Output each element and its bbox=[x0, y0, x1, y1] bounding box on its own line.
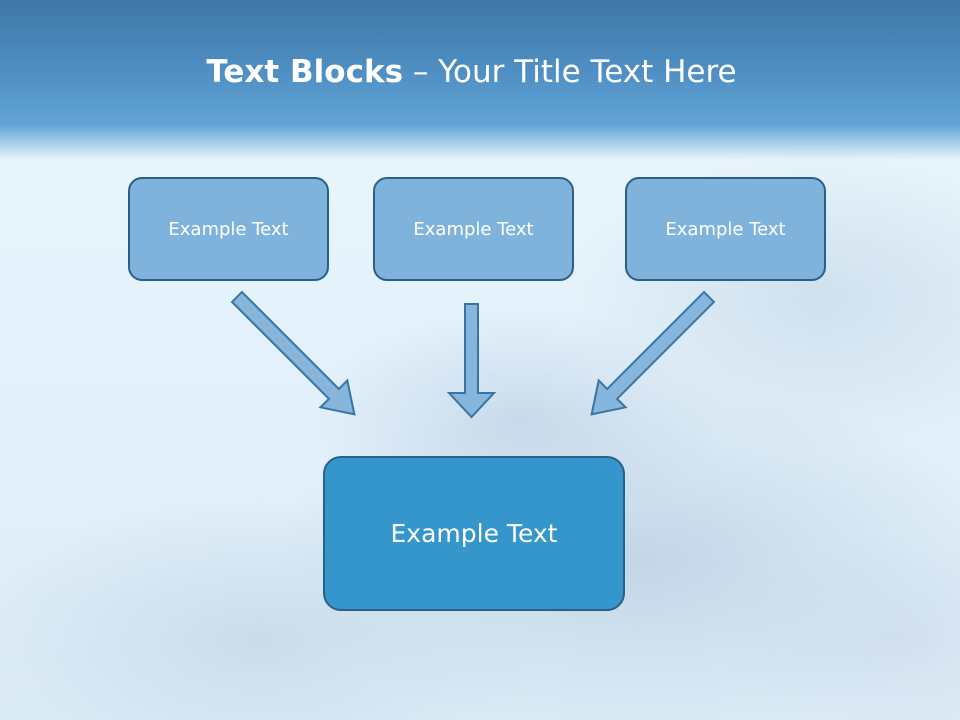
arrow-down bbox=[446, 303, 497, 419]
arrow-right-diagonal bbox=[590, 290, 716, 416]
text-block-left-label: Example Text bbox=[168, 218, 289, 240]
slide-title: Text Blocks – Your Title Text Here bbox=[0, 54, 943, 90]
text-block-left[interactable]: Example Text bbox=[128, 177, 329, 281]
title-banner bbox=[0, 0, 960, 160]
text-block-right[interactable]: Example Text bbox=[625, 177, 826, 281]
title-separator: – bbox=[403, 54, 439, 90]
text-block-center-label: Example Text bbox=[390, 519, 558, 548]
text-block-middle-label: Example Text bbox=[413, 218, 534, 240]
text-block-middle[interactable]: Example Text bbox=[373, 177, 574, 281]
text-block-right-label: Example Text bbox=[665, 218, 786, 240]
title-rest: Your Title Text Here bbox=[438, 54, 737, 90]
text-block-center[interactable]: Example Text bbox=[323, 456, 625, 611]
title-bold-part: Text Blocks bbox=[206, 54, 404, 90]
arrow-left-diagonal bbox=[230, 290, 356, 416]
